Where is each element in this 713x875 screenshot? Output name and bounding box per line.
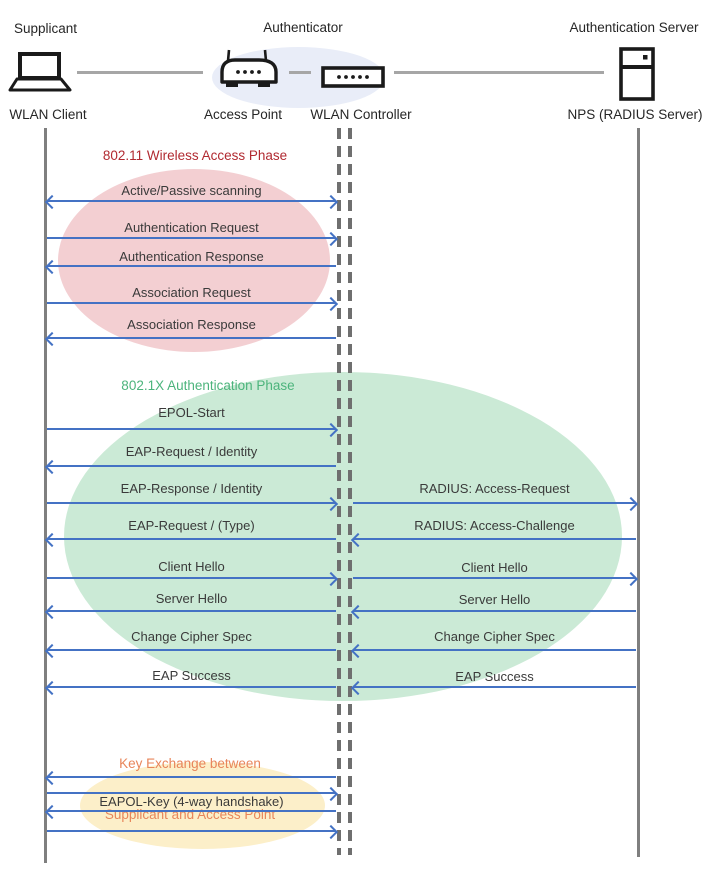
- connector-line-client-ap: [77, 71, 203, 74]
- role-label-authenticator: Authenticator: [263, 20, 343, 35]
- message-label-authentication-request: Authentication Request: [124, 220, 259, 235]
- message-label-eap-request-type: EAP-Request / (Type): [128, 518, 255, 533]
- device-label-nps: NPS (RADIUS Server): [567, 107, 703, 122]
- message-label-association-request: Association Request: [132, 285, 251, 300]
- lifeline-wlan-client: [44, 128, 47, 863]
- message-arrow-eap-request-identity: [44, 459, 337, 474]
- phase-title-dot1x-auth: 802.1X Authentication Phase: [121, 378, 295, 393]
- message-arrow-change-cipher-spec-1: [44, 643, 337, 658]
- message-arrow-epol-start: [46, 422, 339, 437]
- message-label-eap-success-1: EAP Success: [152, 668, 231, 683]
- laptop-icon: [8, 52, 72, 92]
- message-arrow-radius-access-challenge: [350, 532, 637, 547]
- message-label-change-cipher-spec-1: Change Cipher Spec: [131, 629, 252, 644]
- message-arrow-active-passive-scanning: [44, 194, 339, 209]
- message-label-eap-response-identity: EAP-Response / Identity: [120, 481, 263, 496]
- connector-line-controller-server: [394, 71, 604, 74]
- message-arrow-authentication-response: [44, 259, 337, 274]
- message-arrow-server-hello-1: [44, 604, 337, 619]
- message-arrow-eap-success-2: [350, 680, 637, 695]
- message-arrow-change-cipher-spec-2: [350, 643, 637, 658]
- access-point-icon: [220, 49, 278, 87]
- lifeline-nps-server: [637, 128, 640, 857]
- device-label-wlan-client: WLAN Client: [9, 107, 87, 122]
- phase-ellipse-dot1x-auth: [64, 372, 622, 701]
- message-arrow-server-hello-2: [350, 604, 637, 619]
- lifeline-authenticator-right: [348, 128, 352, 855]
- message-arrow-key-exchange-arrow-1: [44, 770, 337, 785]
- message-arrow-key-exchange-arrow-2: [46, 786, 339, 801]
- message-label-server-hello-2: Server Hello: [458, 592, 531, 607]
- phase-title-key-exchange-line1: Key Exchange between: [119, 756, 261, 771]
- server-icon: [619, 47, 655, 101]
- message-arrow-association-request: [46, 296, 339, 311]
- message-label-authentication-response: Authentication Response: [119, 249, 264, 264]
- message-label-association-response: Association Response: [127, 317, 256, 332]
- message-label-change-cipher-spec-2: Change Cipher Spec: [434, 629, 555, 644]
- connector-line-ap-controller: [289, 71, 311, 74]
- message-arrow-radius-access-request: [352, 496, 639, 511]
- message-arrow-eap-success-1: [44, 680, 337, 695]
- message-arrow-eapol-key: [44, 804, 337, 819]
- message-label-radius-access-challenge: RADIUS: Access-Challenge: [414, 518, 575, 533]
- device-label-wlan-controller: WLAN Controller: [310, 107, 412, 122]
- phase-title-wireless-access: 802.11 Wireless Access Phase: [102, 148, 288, 163]
- message-label-epol-start: EPOL-Start: [158, 405, 225, 420]
- message-label-eap-success-2: EAP Success: [455, 669, 534, 684]
- message-arrow-eap-request-type: [44, 532, 337, 547]
- message-label-server-hello-1: Server Hello: [155, 591, 228, 606]
- message-arrow-key-exchange-arrow-4: [46, 824, 339, 839]
- phase-ellipse-wireless-access: [58, 169, 330, 352]
- wlan-controller-icon: [321, 66, 385, 88]
- message-label-radius-access-request: RADIUS: Access-Request: [419, 481, 570, 496]
- message-label-eapol-key: EAPOL-Key (4-way handshake): [99, 794, 284, 809]
- role-label-supplicant: Supplicant: [14, 21, 78, 36]
- message-arrow-client-hello-2: [352, 571, 639, 586]
- device-label-access-point: Access Point: [203, 107, 283, 122]
- message-arrow-client-hello-1: [46, 571, 339, 586]
- message-label-client-hello-2: Client Hello: [461, 560, 528, 575]
- lifeline-authenticator-left: [337, 128, 341, 855]
- message-arrow-authentication-request: [46, 231, 339, 246]
- message-label-client-hello-1: Client Hello: [158, 559, 225, 574]
- message-label-eap-request-identity: EAP-Request / Identity: [125, 444, 258, 459]
- role-label-authentication-server: Authentication Server: [569, 20, 699, 35]
- message-label-active-passive-scanning: Active/Passive scanning: [121, 183, 262, 198]
- message-arrow-association-response: [44, 331, 337, 346]
- message-arrow-eap-response-identity: [46, 496, 339, 511]
